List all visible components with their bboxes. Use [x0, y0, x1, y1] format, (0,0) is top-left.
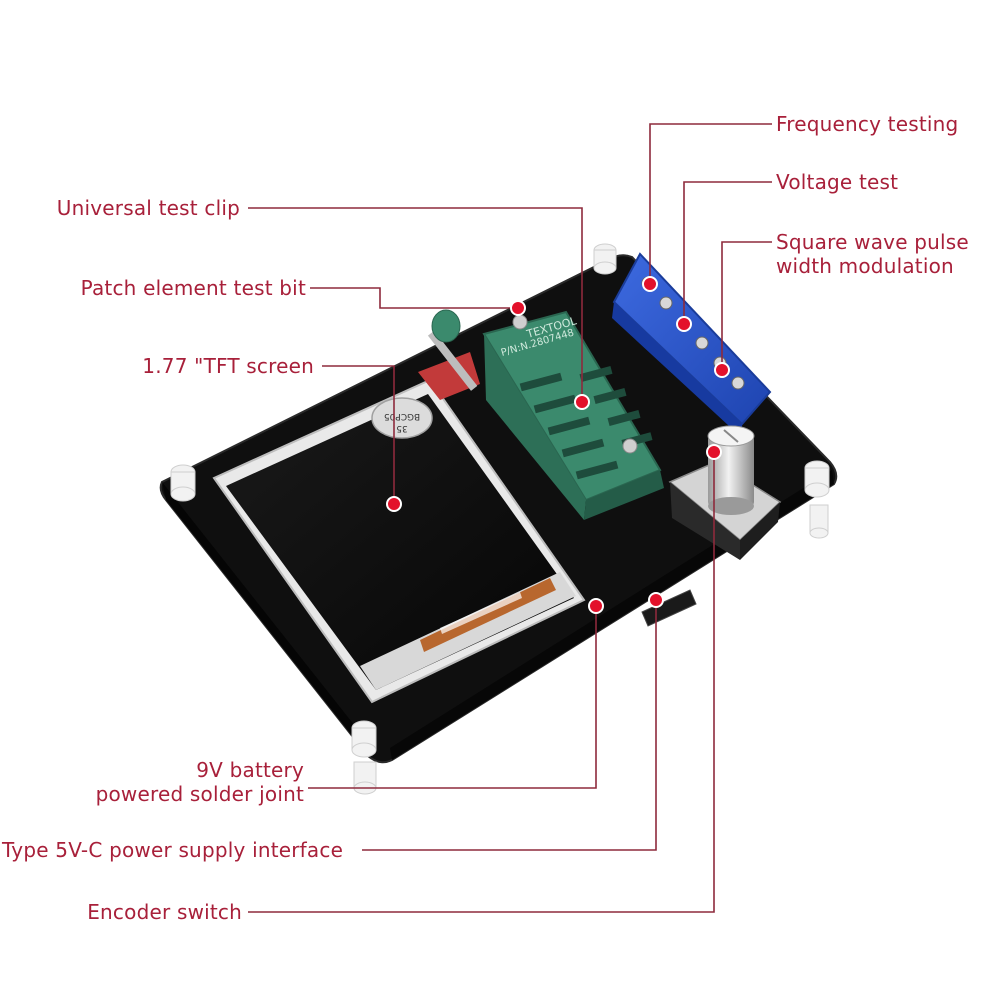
standoff-left [170, 464, 196, 502]
label-battery-line1: 9V battery [196, 758, 304, 782]
label-pwm-line1: Square wave pulse [776, 230, 969, 254]
buzzer-brand-text: BGCP05 [384, 411, 420, 421]
leader-voltage [683, 181, 772, 324]
dot-frequency [642, 276, 658, 292]
leader-encoder [248, 452, 715, 913]
dot-typec [648, 592, 664, 608]
buzzer: BGCP05 35 [371, 397, 433, 439]
label-typec-power: Type 5V-C power supply interface [2, 838, 344, 862]
rotary-encoder [668, 425, 782, 560]
zif-socket: TEXTOOL P/N:N.2807448 [427, 309, 664, 520]
label-battery-line2: powered solder joint [95, 782, 304, 806]
label-pwm: Square wave pulse width modulation [776, 230, 969, 278]
standoff-right [804, 460, 830, 539]
standoff-bottom [351, 720, 377, 795]
leader-frequency [649, 123, 772, 284]
marker-dots [386, 276, 730, 614]
leader-battery [308, 606, 597, 789]
dot-clip [574, 394, 590, 410]
label-frequency-testing: Frequency testing [776, 112, 959, 136]
leader-tft [322, 365, 395, 504]
leader-pwm [721, 241, 772, 370]
buzzer-number-text: 35 [396, 423, 407, 433]
dot-patch [510, 300, 526, 316]
standoffs [170, 243, 830, 795]
label-voltage-test: Voltage test [776, 170, 899, 194]
dot-voltage [676, 316, 692, 332]
leader-typec [362, 600, 657, 851]
leader-lines [248, 123, 772, 913]
label-universal-test-clip: Universal test clip [56, 196, 240, 220]
dot-encoder [706, 444, 722, 460]
dot-battery [588, 598, 604, 614]
dot-pwm [714, 362, 730, 378]
dot-tft [386, 496, 402, 512]
leader-patch [310, 287, 518, 309]
tft-screen-module [212, 352, 586, 704]
label-tft-screen: 1.77 "TFT screen [142, 354, 314, 378]
standoff-top [593, 243, 617, 275]
label-patch-element: Patch element test bit [80, 276, 306, 300]
label-pwm-line2: width modulation [776, 254, 954, 278]
label-battery: 9V battery powered solder joint [96, 758, 304, 806]
leader-clip [248, 207, 583, 402]
label-encoder-switch: Encoder switch [87, 900, 242, 924]
